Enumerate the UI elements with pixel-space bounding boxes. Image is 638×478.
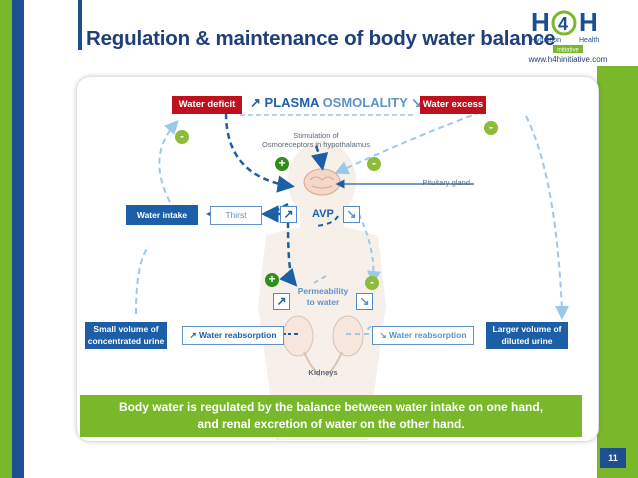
reabsorption-right-label: Water reabsorption — [388, 330, 467, 340]
minus-sign-stimulation: - — [367, 157, 381, 171]
title-accent-stripe — [78, 0, 82, 50]
reabsorption-left-label: Water reabsorption — [198, 330, 277, 340]
minus-sign-deficit: - — [175, 130, 189, 144]
water-intake-box: Water intake — [126, 205, 198, 225]
larger-volume-line2: diluted urine — [501, 336, 553, 346]
stimulation-label: Stimulation of Osmoreceptors in hypothal… — [256, 131, 376, 149]
stimulation-line2: Osmoreceptors in hypothalamus — [262, 140, 370, 149]
logo-h-left: H — [531, 7, 550, 37]
minus-sign-permeability: - — [365, 276, 379, 290]
plus-sign-stimulation: + — [275, 157, 289, 171]
brain-icon — [303, 168, 341, 196]
plasma-label: PLASMA — [264, 95, 319, 110]
small-volume-box: Small volume of concentrated urine — [85, 322, 167, 349]
minus-sign-excess: - — [484, 121, 498, 135]
thirst-box: Thirst — [210, 206, 262, 225]
small-volume-line1: Small volume of — [93, 324, 159, 334]
slide-title: Regulation & maintenance of body water b… — [86, 27, 556, 50]
avp-label: AVP — [312, 208, 334, 220]
small-volume-line2: concentrated urine — [87, 336, 165, 346]
water-excess-box: Water excess — [420, 96, 486, 114]
avp-down-arrow-icon: ↘ — [343, 206, 360, 223]
permeability-label: Permeability to water — [295, 286, 351, 308]
down-arrow-icon: ↘ — [411, 95, 423, 110]
logo-h-right: H — [579, 7, 598, 37]
plus-sign-permeability: + — [265, 273, 279, 287]
reabsorption-up-arrow-icon: ↗ — [189, 330, 197, 340]
osmolality-label: OSMOLALITY — [322, 95, 408, 110]
reabsorption-down-arrow-icon: ↘ — [379, 330, 387, 340]
permeability-line1: Permeability — [297, 286, 349, 296]
summary-line2: and renal excretion of water on the othe… — [197, 417, 465, 431]
water-deficit-box: Water deficit — [172, 96, 242, 114]
summary-banner: Body water is regulated by the balance b… — [80, 395, 582, 437]
diagram-canvas — [135, 111, 569, 440]
larger-volume-box: Larger volume of diluted urine — [486, 322, 568, 349]
right-accent-bar — [597, 66, 638, 478]
logo-initiative: initiative — [557, 48, 579, 54]
permeability-down-arrow-icon: ↘ — [356, 293, 373, 310]
page-number: 11 — [600, 448, 626, 468]
logo-digit: 4 — [558, 14, 568, 34]
kidneys-icon — [282, 315, 364, 377]
h4h-logo: H 4 H Hydration Health initiative — [527, 6, 607, 54]
website-link[interactable]: www.h4hinitiative.com — [528, 55, 608, 64]
stimulation-line1: Stimulation of — [293, 131, 339, 140]
logo-hydration: Hydration — [531, 37, 561, 44]
thirst-up-arrow-icon: ↗ — [280, 206, 297, 223]
left-accent-bar-green — [0, 0, 12, 478]
plasma-osmolality-label: ↗ PLASMA OSMOLALITY ↘ — [250, 95, 422, 111]
up-arrow-icon: ↗ — [250, 95, 261, 110]
kidneys-label: Kidneys — [308, 368, 338, 377]
summary-line1: Body water is regulated by the balance b… — [118, 400, 544, 414]
pituitary-label: Pituitary gland — [422, 178, 470, 187]
left-accent-bar-blue — [12, 0, 24, 478]
larger-volume-line1: Larger volume of — [492, 324, 562, 334]
logo-health: Health — [579, 37, 599, 44]
permeability-line2: to water — [306, 297, 340, 307]
water-reabsorption-right: ↘ Water reabsorption — [372, 326, 474, 345]
water-reabsorption-left: ↗ Water reabsorption — [182, 326, 284, 345]
permeability-up-arrow-icon: ↗ — [273, 293, 290, 310]
